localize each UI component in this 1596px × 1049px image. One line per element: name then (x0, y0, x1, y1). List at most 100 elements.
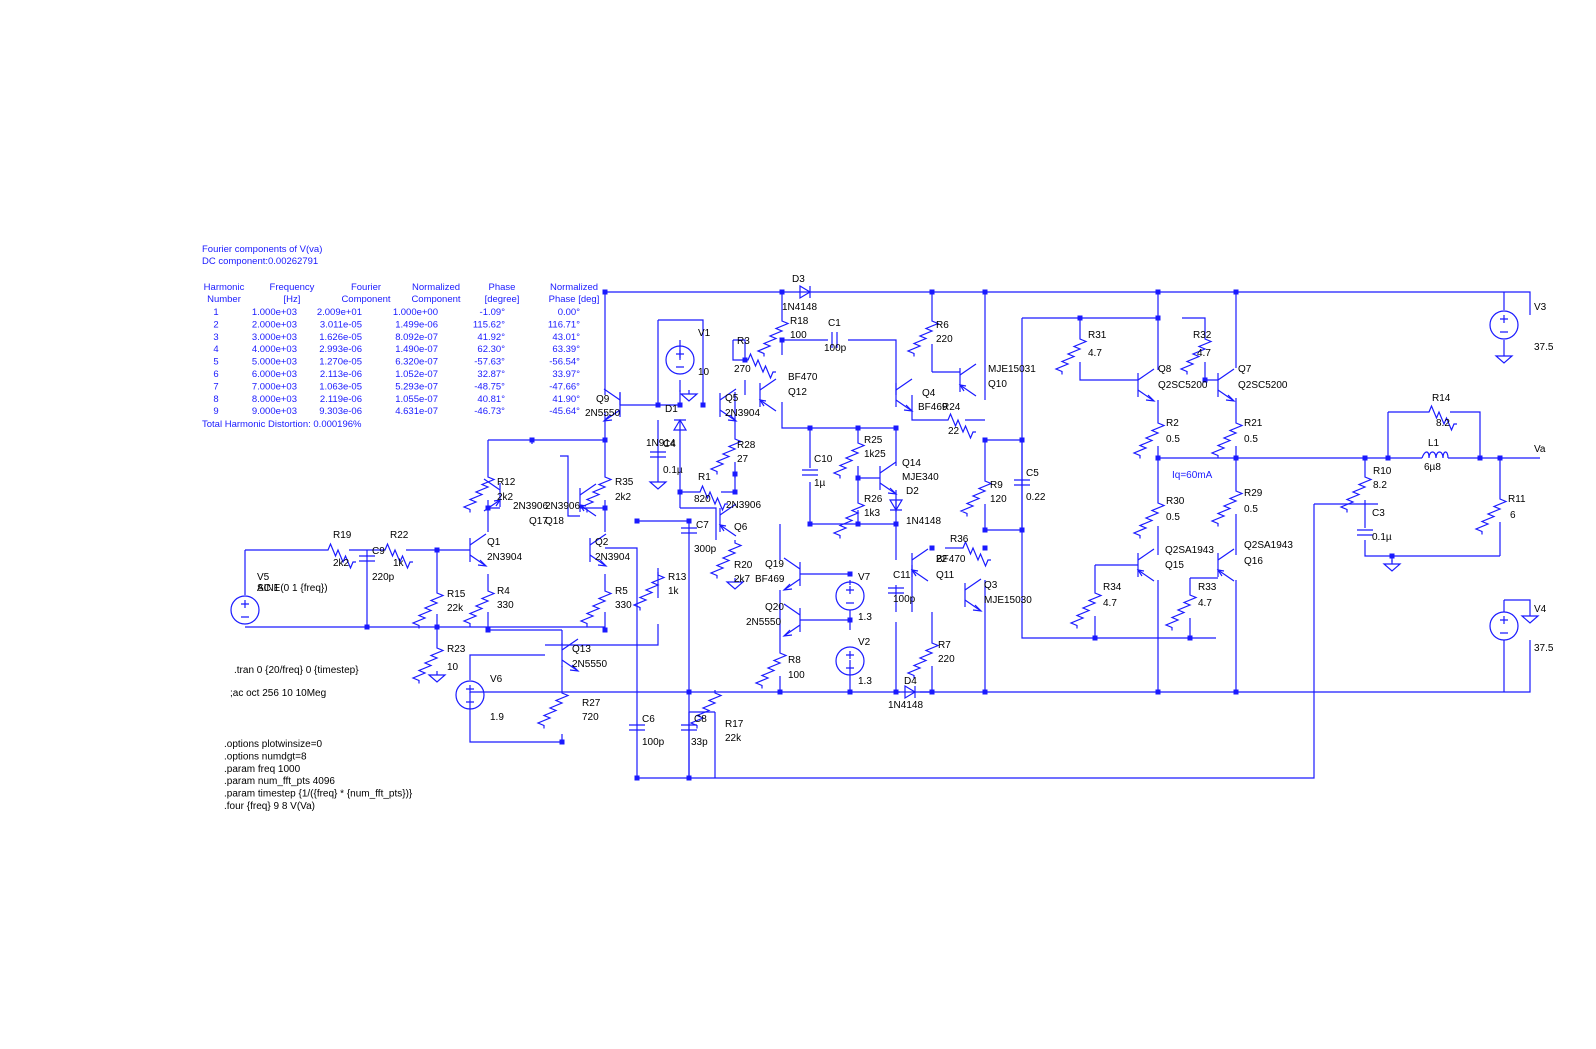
resistor-r29[interactable] (1210, 488, 1244, 527)
directive-tran[interactable]: .tran 0 {20/freq} 0 {timestep} (234, 665, 359, 676)
transistor-q16[interactable] (1216, 548, 1235, 582)
resistor-r2[interactable] (1132, 420, 1166, 459)
directive-option[interactable]: .param freq 1000 (224, 764, 301, 775)
directive-option[interactable]: .options numdgt=8 (224, 751, 307, 762)
label-r10-val: 8.2 (1373, 480, 1387, 491)
transistor-q15[interactable] (1136, 548, 1155, 582)
source-v1[interactable] (665, 345, 695, 375)
diode-d4[interactable] (904, 684, 917, 700)
resistors[interactable] (325, 318, 1508, 729)
capacitor-c7[interactable] (681, 527, 697, 534)
transistor-q13[interactable] (561, 638, 580, 672)
resistor-r7[interactable] (906, 640, 940, 679)
resistor-r27[interactable] (536, 690, 570, 729)
label-r12-val: 2k2 (497, 492, 514, 503)
transistor-q12[interactable] (758, 378, 777, 412)
resistor-r6[interactable] (906, 318, 940, 357)
diodes[interactable] (672, 284, 917, 700)
resistor-r12[interactable] (462, 474, 496, 513)
inductor-l1[interactable] (1421, 451, 1449, 459)
resistor-r8[interactable] (754, 650, 788, 689)
transistor-q2[interactable] (589, 533, 608, 567)
resistor-r31[interactable] (1054, 336, 1088, 375)
resistor-r30[interactable] (1132, 500, 1166, 539)
capacitor-c1[interactable] (831, 332, 838, 348)
directive-ac[interactable]: ;ac oct 256 10 10Meg (230, 688, 326, 699)
transistor-q11[interactable] (910, 548, 929, 582)
fourier-cell: 5 (213, 357, 218, 368)
resistor-r9[interactable] (959, 478, 993, 517)
transistor-q14[interactable] (879, 461, 898, 495)
diode-d2[interactable] (888, 499, 904, 512)
source-v4[interactable] (1489, 611, 1519, 641)
resistor-r34[interactable] (1069, 590, 1103, 629)
directive-options[interactable]: .options plotwinsize=0.options numdgt=8.… (224, 739, 413, 812)
diode-d3[interactable] (799, 284, 812, 300)
resistor-r13[interactable] (632, 572, 666, 611)
resistor-r19[interactable] (325, 542, 356, 570)
transistor-q8[interactable] (1137, 368, 1156, 402)
label-r2-val: 0.5 (1166, 434, 1180, 445)
fourier-report: Fourier components of V(va) DC component… (202, 244, 599, 430)
label-c8: C8 (694, 714, 707, 725)
resistor-r11[interactable] (1474, 496, 1508, 535)
directive-option[interactable]: .four {freq} 9 8 V(Va) (224, 801, 315, 812)
directive-option[interactable]: .param timestep {1/({freq} * {num_fft_pt… (224, 789, 413, 800)
resistor-r20[interactable] (709, 540, 743, 579)
transistor-q9[interactable] (602, 388, 621, 422)
resistor-r10[interactable] (1339, 474, 1373, 513)
resistor-r26[interactable] (832, 500, 866, 539)
resistor-r22[interactable] (382, 542, 413, 570)
resistor-r5[interactable] (579, 588, 613, 627)
transistors[interactable] (469, 363, 1236, 672)
resistor-r25[interactable] (832, 440, 866, 479)
resistor-r33[interactable] (1164, 592, 1198, 631)
directive-option[interactable]: .options plotwinsize=0 (224, 739, 323, 750)
resistor-r17[interactable] (689, 690, 723, 729)
transistor-q20[interactable] (782, 603, 801, 637)
resistor-r36[interactable] (960, 540, 991, 568)
diode-d1[interactable] (672, 418, 688, 431)
capacitors[interactable] (359, 332, 1373, 731)
voltage-sources[interactable] (230, 310, 1519, 710)
resistor-r14[interactable] (1426, 404, 1457, 432)
transistor-q1[interactable] (469, 533, 488, 567)
resistor-r24[interactable] (945, 412, 976, 440)
transistor-q19[interactable] (782, 557, 801, 591)
label-r29: R29 (1244, 488, 1263, 499)
transistor-q18[interactable] (578, 483, 597, 517)
capacitor-c3[interactable] (1357, 529, 1373, 536)
capacitor-c9[interactable] (359, 555, 375, 562)
resistor-r3[interactable] (745, 352, 776, 380)
fourier-cell: 2.113e-06 (320, 369, 362, 380)
source-v3[interactable] (1489, 310, 1519, 340)
resistor-r15[interactable] (411, 590, 445, 629)
transistor-q4[interactable] (895, 378, 914, 412)
transistor-q7[interactable] (1217, 368, 1236, 402)
transistor-q3[interactable] (964, 578, 983, 612)
transistor-q10[interactable] (958, 363, 977, 397)
resistor-r23[interactable] (411, 645, 445, 684)
resistor-r1[interactable] (697, 484, 728, 512)
transistor-q6[interactable] (718, 503, 737, 537)
capacitor-c8[interactable] (681, 724, 697, 731)
sine-source-v5[interactable] (230, 595, 260, 625)
resistor-r4[interactable] (462, 588, 496, 627)
capacitor-c6[interactable] (629, 724, 645, 731)
capacitor-c5[interactable] (1014, 479, 1030, 486)
capacitor-c10[interactable] (802, 469, 818, 476)
source-v6[interactable] (455, 680, 485, 710)
resistor-r18[interactable] (756, 318, 790, 357)
components[interactable] (230, 284, 1540, 781)
capacitor-c4[interactable] (650, 451, 666, 458)
transistor-q5[interactable] (719, 388, 738, 422)
resistor-r21[interactable] (1210, 420, 1244, 459)
spice-directives[interactable]: .tran 0 {20/freq} 0 {timestep} ;ac oct 2… (224, 665, 413, 812)
capacitor-c11[interactable] (888, 587, 904, 594)
source-v7[interactable] (835, 581, 865, 611)
directive-option[interactable]: .param num_fft_pts 4096 (224, 776, 335, 787)
source-v2[interactable] (835, 646, 865, 676)
resistor-r28[interactable] (709, 436, 743, 475)
resistor-r32[interactable] (1179, 336, 1213, 375)
